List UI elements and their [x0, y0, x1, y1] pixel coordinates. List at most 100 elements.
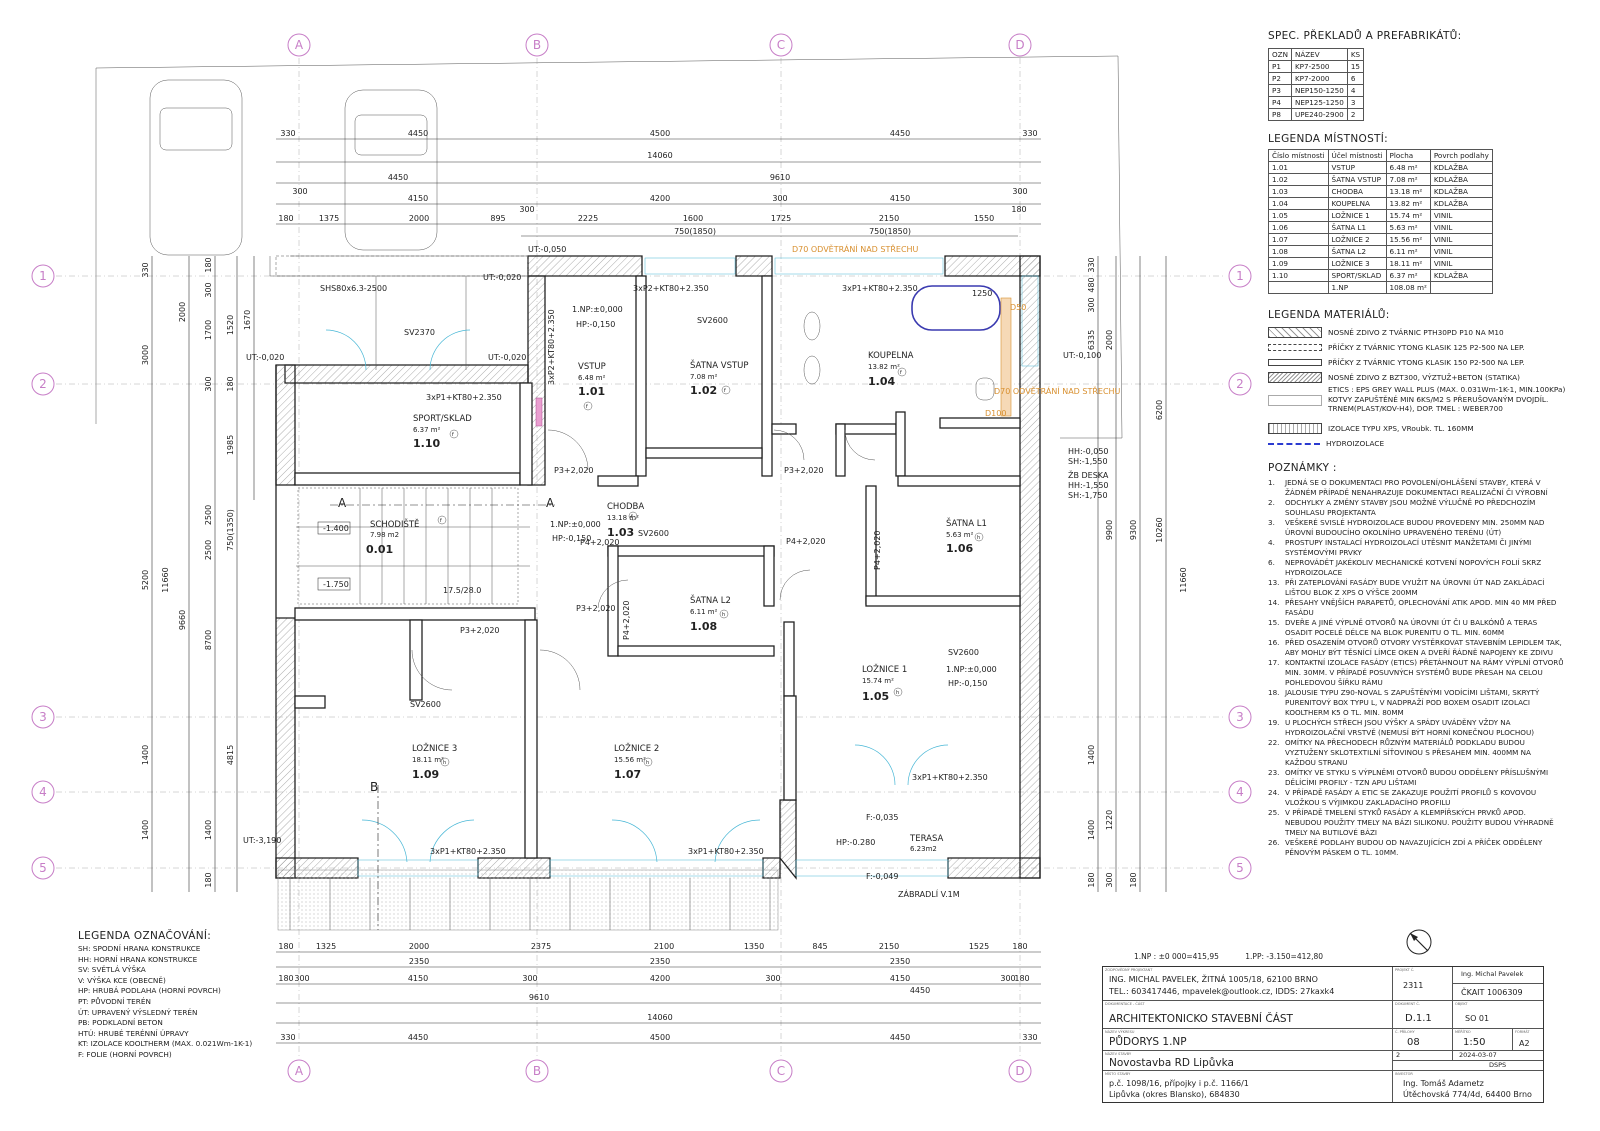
svg-text:3xP1+KT80+2.350: 3xP1+KT80+2.350 — [912, 773, 988, 782]
svg-text:330: 330 — [1087, 257, 1096, 272]
format-cell: FORMÁT A2 — [1513, 1029, 1543, 1051]
list-item: IZOLACE TYPU XPS, VRoubk. TL. 160MM — [1268, 421, 1588, 436]
svg-text:2350: 2350 — [409, 957, 429, 966]
svg-text:HH:-1,550: HH:-1,550 — [1068, 481, 1109, 490]
list-item: HYDROIZOLACE — [1268, 436, 1588, 451]
svg-text:15.56 m²: 15.56 m² — [614, 756, 646, 764]
list-item: PB: PODKLADNÍ BETON — [78, 1018, 163, 1028]
svg-text:1525: 1525 — [969, 942, 989, 951]
svg-text:300: 300 — [1012, 187, 1027, 196]
svg-text:300: 300 — [1087, 297, 1096, 312]
svg-text:4450: 4450 — [890, 129, 910, 138]
svg-text:4450: 4450 — [408, 129, 428, 138]
svg-text:f: f — [631, 514, 633, 520]
axis-d-top: D — [1008, 33, 1032, 57]
list-item: 3.VEŠKERÉ SVISLÉ HYDROIZOLACE BUDOU PROV… — [1268, 518, 1545, 537]
svg-text:A: A — [338, 496, 347, 510]
list-item: SV: SVĚTLÁ VÝŠKA — [78, 965, 146, 975]
svg-text:f: f — [724, 388, 726, 394]
list-item: 22.OMÍTKY NA PŘECHODECH RŮZNÝM MATERIÁLŮ… — [1268, 738, 1531, 767]
part: ARCHITEKTONICKO STAVEBNÍ ČÁST — [1109, 1013, 1293, 1025]
axis-4-left: 4 — [31, 780, 55, 804]
list-item: 15.DVEŘE A JINÉ VÝPLNĚ OTVORŮ NA ÚROVNI … — [1268, 618, 1538, 637]
svg-text:7.98 m2: 7.98 m2 — [370, 531, 399, 539]
svg-text:f: f — [440, 518, 442, 524]
notes-list: 1.JEDNÁ SE O DOKUMENTACI PRO POVOLENÍ/OH… — [1268, 478, 1564, 858]
sheet-no: 08 — [1407, 1037, 1420, 1048]
svg-text:330: 330 — [1022, 1033, 1037, 1042]
svg-text:6335: 6335 — [1087, 330, 1096, 350]
axis-3-left: 3 — [31, 705, 55, 729]
svg-text:P4+2,020: P4+2,020 — [873, 530, 882, 570]
list-item: F: FOLIE (HORNÍ POVRCH) — [78, 1049, 172, 1059]
svg-text:1: 1 — [1236, 269, 1244, 283]
svg-text:ŠATNA VSTUP: ŠATNA VSTUP — [690, 359, 749, 371]
svg-text:3000: 3000 — [141, 345, 150, 365]
list-item: 19.U PLOCHÝCH STŘECH JSOU VÝŠKY A SPÁDY … — [1268, 718, 1535, 737]
svg-text:7.08 m²: 7.08 m² — [690, 373, 718, 381]
format: A2 — [1519, 1039, 1530, 1048]
svg-text:750(1850): 750(1850) — [674, 227, 716, 236]
svg-text:1.08: 1.08 — [690, 620, 717, 633]
svg-text:LOŽNICE 1: LOŽNICE 1 — [862, 663, 907, 675]
svg-text:14060: 14060 — [647, 1013, 672, 1022]
notes-panel: POZNÁMKY : 1.JEDNÁ SE O DOKUMENTACI PRO … — [1268, 462, 1564, 858]
svg-text:1250: 1250 — [972, 289, 992, 298]
svg-text:P4+2,020: P4+2,020 — [580, 538, 620, 547]
svg-text:h: h — [722, 612, 725, 618]
svg-text:h: h — [896, 690, 899, 696]
list-item: 2.ODCHYLKY A ZMĚNY STAVBY JSOU MOŽNÉ VÝL… — [1268, 498, 1536, 517]
list-item: 4.PROSTUPY INSTALACÍ HYDROIZOLACÍ UTĚSNI… — [1268, 538, 1532, 557]
axis-a-bottom: A — [287, 1059, 311, 1083]
designer: ING. MICHAL PAVELEK, ŽITNÁ 1005/18, 6210… — [1109, 975, 1318, 984]
svg-text:4450: 4450 — [910, 986, 930, 995]
designer-contact: TEL.: 603417446, mpavelek@outlook.cz, ID… — [1109, 987, 1335, 996]
svg-text:3: 3 — [1236, 710, 1244, 724]
room-schodiste: SCHODIŠTĚ 7.98 m2 0.01 f — [366, 515, 447, 556]
svg-text:180: 180 — [204, 257, 213, 272]
interior-details — [269, 255, 1039, 931]
axis-2-right: 2 — [1228, 372, 1252, 396]
date-cell: 2024-03-07 — [1453, 1051, 1543, 1061]
svg-text:SH:-1,550: SH:-1,550 — [1068, 457, 1108, 466]
svg-text:HP:-0.280: HP:-0.280 — [836, 838, 875, 847]
svg-text:1520: 1520 — [226, 315, 235, 335]
svg-text:9660: 9660 — [178, 610, 187, 630]
svg-text:180: 180 — [1129, 872, 1138, 887]
svg-text:180: 180 — [1012, 942, 1027, 951]
terrace-railing — [289, 878, 771, 930]
svg-text:2500: 2500 — [204, 505, 213, 525]
svg-text:1670: 1670 — [243, 310, 252, 330]
stair-treads — [359, 488, 493, 604]
svg-text:750(1850): 750(1850) — [869, 227, 911, 236]
svg-text:P3+2,020: P3+2,020 — [554, 466, 594, 475]
svg-text:1400: 1400 — [1087, 820, 1096, 840]
svg-text:f: f — [586, 404, 588, 410]
svg-text:4: 4 — [39, 785, 47, 799]
svg-text:P3+2,020: P3+2,020 — [576, 604, 616, 613]
svg-text:1.04: 1.04 — [868, 375, 895, 388]
svg-text:4815: 4815 — [226, 745, 235, 765]
zakazka: 2311 — [1403, 981, 1424, 990]
svg-text:6200: 6200 — [1155, 400, 1164, 420]
svg-text:F:-0,049: F:-0,049 — [866, 872, 898, 881]
axis-4-right: 4 — [1228, 780, 1252, 804]
materials-legend-title: LEGENDA MATERIÁLŮ: — [1268, 309, 1390, 321]
room-loznice-2: LOŽNICE 2 15.56 m² 1.07 h — [614, 742, 659, 781]
list-item: SH: SPODNÍ HRANA KONSTRUKCE — [78, 944, 201, 953]
parcel: p.č. 1098/16, přípojky i p.č. 1166/1 — [1109, 1079, 1249, 1088]
svg-text:1325: 1325 — [316, 942, 336, 951]
north-arrow-icon — [1406, 929, 1432, 955]
svg-text:2150: 2150 — [879, 214, 899, 223]
axis-a-top: A — [287, 33, 311, 57]
svg-text:180: 180 — [1014, 974, 1029, 983]
svg-text:UT:-0,020: UT:-0,020 — [483, 273, 521, 282]
svg-text:4150: 4150 — [890, 194, 910, 203]
